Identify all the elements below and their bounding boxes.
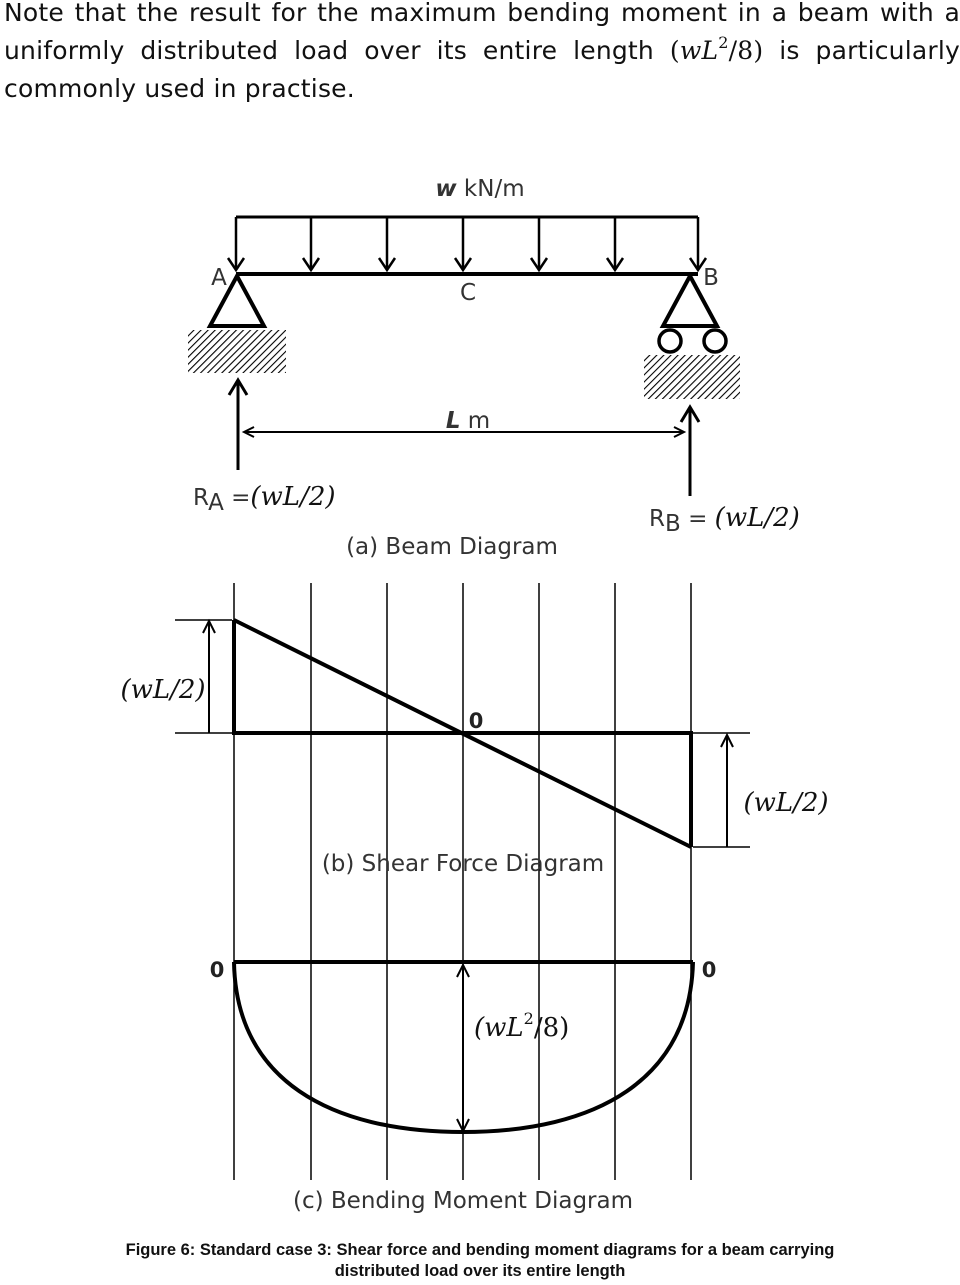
shear-right-value: (wL/2): [743, 788, 828, 818]
intro-formula: (wL2/8): [669, 33, 764, 66]
reaction-arrow-b-head: [679, 404, 701, 423]
figure-caption-line-2: distributed load over its entire length: [334, 1262, 626, 1280]
ground-hatch-a: [188, 330, 286, 373]
roller-support-b: [659, 271, 721, 328]
moment-max-dimension-head-top: [456, 962, 470, 978]
beam-diagram: w kN/m A B C: [188, 176, 800, 560]
formula-open: (: [669, 36, 680, 65]
formula-w: w: [679, 36, 702, 65]
moment-max-value: (wL2/8): [474, 1009, 569, 1043]
shear-diagram-caption: (b) Shear Force Diagram: [322, 851, 604, 877]
intro-text-start: Note that the result for the maximum ben…: [4, 0, 960, 65]
moment-diagram-caption: (c) Bending Moment Diagram: [293, 1188, 633, 1214]
moment-left-zero: 0: [210, 958, 225, 982]
beam-diagram-caption: (a) Beam Diagram: [346, 534, 558, 560]
pin-support-a: [206, 271, 268, 328]
point-a-label: A: [211, 265, 227, 291]
figure-caption: Figure 6: Standard case 3: Shear force a…: [0, 1240, 960, 1282]
ground-hatch-b: [644, 355, 740, 399]
reaction-arrow-a-head: [227, 377, 249, 396]
shear-left-value: (wL/2): [120, 675, 205, 705]
moment-right-zero: 0: [702, 958, 717, 982]
point-c-label: C: [460, 280, 476, 306]
span-label: L m: [446, 408, 490, 434]
roller-wheel-left: [657, 328, 683, 354]
roller-wheel-right: [702, 328, 728, 354]
span-arrow-right: [673, 426, 687, 438]
shear-left-dimension-head: [202, 618, 216, 634]
span-arrow-left: [241, 426, 255, 438]
reaction-a-label: RA =(wL/2): [193, 482, 336, 516]
shear-force-diagram: (wL/2) (wL/2) 0 (b) Shear Force Diagram: [120, 618, 829, 877]
figure-caption-line-1: Figure 6: Standard case 3: Shear force a…: [125, 1241, 835, 1259]
load-label: w kN/m: [435, 176, 524, 202]
formula-l: L: [701, 36, 719, 65]
intro-paragraph: Note that the result for the maximum ben…: [4, 0, 960, 108]
shear-right-dimension-head: [720, 732, 734, 748]
moment-max-dimension-head-bottom: [456, 1118, 470, 1134]
formula-rest: /8): [728, 36, 764, 65]
bending-moment-diagram: 0 0 (wL2/8) (c) Bending Moment Diagram: [210, 958, 717, 1214]
formula-exponent: 2: [718, 33, 729, 52]
shear-sloped-line: [233, 618, 692, 849]
load-arrows: [226, 217, 708, 273]
point-b-label: B: [703, 265, 719, 291]
intro-text-end: is particularly commonly used in practis…: [4, 36, 960, 103]
reaction-b-label: RB = (wL/2): [649, 503, 800, 537]
shear-zero-label: 0: [469, 709, 484, 733]
